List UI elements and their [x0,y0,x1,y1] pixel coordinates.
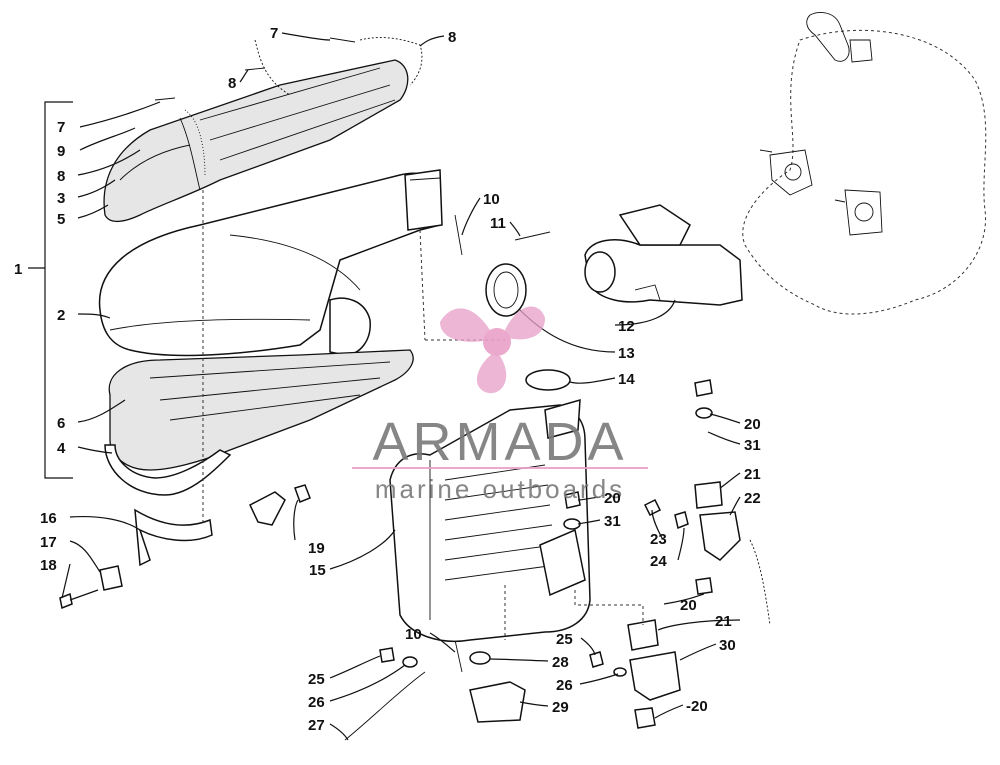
callout-16: 16 [40,510,57,527]
engine-outline [742,12,987,315]
callout-20-b: 20 [604,490,621,507]
lower-bracket [59,190,311,610]
callout-9: 9 [57,143,65,160]
callout-11: 11 [490,215,506,232]
callout-30: 30 [719,637,736,654]
callout-6: 6 [57,415,65,432]
center-springs [454,214,551,673]
expansion-chamber [98,169,443,357]
callout-7-left: 7 [57,119,65,136]
callout-18: 18 [40,557,57,574]
callout-20-c: 20 [680,597,697,614]
callout-28: 28 [552,654,569,671]
callout-2: 2 [57,307,65,324]
armada-watermark: ARMADA marine outboards [352,306,648,504]
callout-31-a: 31 [744,437,761,454]
callout-8-left: 8 [57,168,65,185]
callout-20-d: -20 [686,698,708,715]
callout-31-b: 31 [604,513,621,530]
mount-hardware [563,379,771,729]
callout-17: 17 [40,534,57,551]
callout-1: 1 [14,261,22,278]
callout-24: 24 [650,553,667,570]
callout-23: 23 [650,531,667,548]
callout-10-top: 10 [483,191,500,208]
bottom-hardware [344,647,627,741]
callout-20-a: 20 [744,416,761,433]
watermark-brand: ARMADA [372,412,627,472]
callout-19: 19 [308,540,325,557]
watermark-tagline: marine outboards [375,474,625,504]
callout-13: 13 [618,345,635,362]
callout-8-mid: 8 [228,75,236,92]
callout-22: 22 [744,490,761,507]
rubber-coupler [485,263,571,391]
callout-25-left: 25 [308,671,325,688]
assembly-bracket [28,101,73,479]
callout-7-top: 7 [270,25,278,42]
callout-5: 5 [57,211,65,228]
callout-12: 12 [618,318,635,335]
callout-3: 3 [57,190,65,207]
springs-top [154,37,423,176]
callout-29: 29 [552,699,569,716]
callout-21-b: 21 [715,613,732,630]
propeller-hub [483,328,511,356]
callout-26-left: 26 [308,694,325,711]
waterbox-muffler [389,398,591,642]
callout-21-a: 21 [744,466,761,483]
callout-26-right: 26 [556,677,573,694]
callout-25-right: 25 [556,631,573,648]
leader-lines [61,32,741,741]
propeller-logo-icon [440,306,545,394]
callout-4: 4 [57,440,66,457]
callout-10-bottom: 10 [405,626,422,643]
callout-14: 14 [618,371,635,388]
exhaust-manifold [584,204,743,306]
lower-heat-shield [104,349,414,496]
callout-27: 27 [308,717,325,734]
upper-heat-shield [103,59,409,223]
callout-8-top: 8 [448,29,456,46]
callout-labels: 1 2 3 4 5 6 7 7 8 8 8 9 10 10 11 12 13 1… [14,25,761,734]
callout-15: 15 [309,562,326,579]
